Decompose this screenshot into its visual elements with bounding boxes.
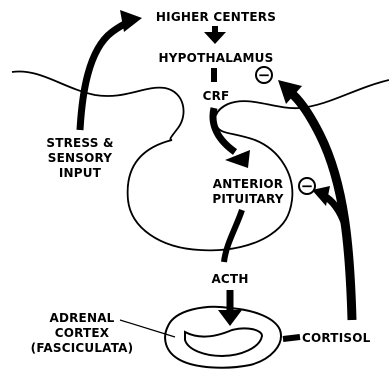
minus-sign-pituitary: − xyxy=(301,177,314,195)
label-hypothalamus: HYPOTHALAMUS xyxy=(159,51,274,65)
arrowhead-higher-to-hypothalamus xyxy=(204,32,226,44)
label-stress-line1: STRESS & xyxy=(46,136,113,150)
label-pituitary: PITUITARY xyxy=(212,192,283,206)
hypothalamus-connector xyxy=(211,68,217,82)
minus-sign-hypothalamus: − xyxy=(258,66,271,84)
line-pituitary-to-acth xyxy=(224,210,242,262)
label-acth: ACTH xyxy=(211,272,248,286)
label-adrenal-line1: ADRENAL xyxy=(49,311,114,325)
negative-sign-hypothalamus: − xyxy=(256,66,272,84)
adrenal-gland-inner xyxy=(185,328,262,356)
arrow-crf-to-pituitary xyxy=(213,108,235,152)
label-crf: CRF xyxy=(203,89,230,103)
label-adrenal-line2: CORTEX xyxy=(55,326,110,340)
label-stress-line3: INPUT xyxy=(59,166,102,180)
feedback-arrow-to-hypothalamus xyxy=(290,92,352,320)
label-stress-line2: SENSORY xyxy=(48,151,113,165)
line-adrenal-to-cortisol xyxy=(283,337,300,339)
negative-sign-pituitary: − xyxy=(299,177,315,195)
arrowhead-acth xyxy=(218,310,242,326)
label-cortisol: CORTISOL xyxy=(302,331,371,345)
arrowhead-crf xyxy=(225,150,250,168)
arrow-stress-to-higher-centers xyxy=(80,20,132,130)
label-anterior: ANTERIOR xyxy=(213,177,283,191)
label-adrenal-line3: (FASCICULATA) xyxy=(31,341,134,355)
label-higher-centers: HIGHER CENTERS xyxy=(156,10,276,24)
